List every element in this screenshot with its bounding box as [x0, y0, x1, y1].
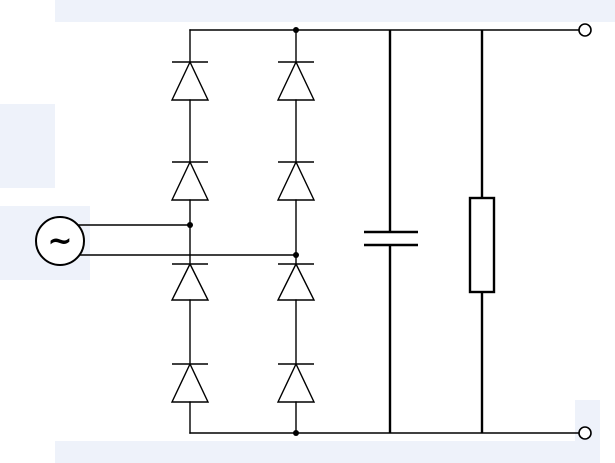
diode [276, 60, 316, 101]
diode [276, 160, 316, 201]
diode [276, 362, 316, 403]
junction-dot [187, 222, 193, 228]
output-terminal-positive [578, 23, 592, 37]
ac-source: ~ [35, 216, 85, 266]
bg-panel-left-upper [0, 104, 55, 188]
resistor [468, 30, 496, 433]
diode [276, 262, 316, 301]
output-terminal-negative [578, 426, 592, 440]
diode [170, 362, 210, 403]
junction-dot [293, 252, 299, 258]
bg-panel-bottom [55, 441, 575, 463]
ac-source-symbol: ~ [47, 224, 72, 259]
capacitor [364, 30, 418, 433]
junction-dot [293, 430, 299, 436]
diode [170, 160, 210, 201]
bg-panel-top [55, 0, 615, 22]
diode [170, 60, 210, 101]
junction-dot [293, 27, 299, 33]
diode [170, 262, 210, 301]
